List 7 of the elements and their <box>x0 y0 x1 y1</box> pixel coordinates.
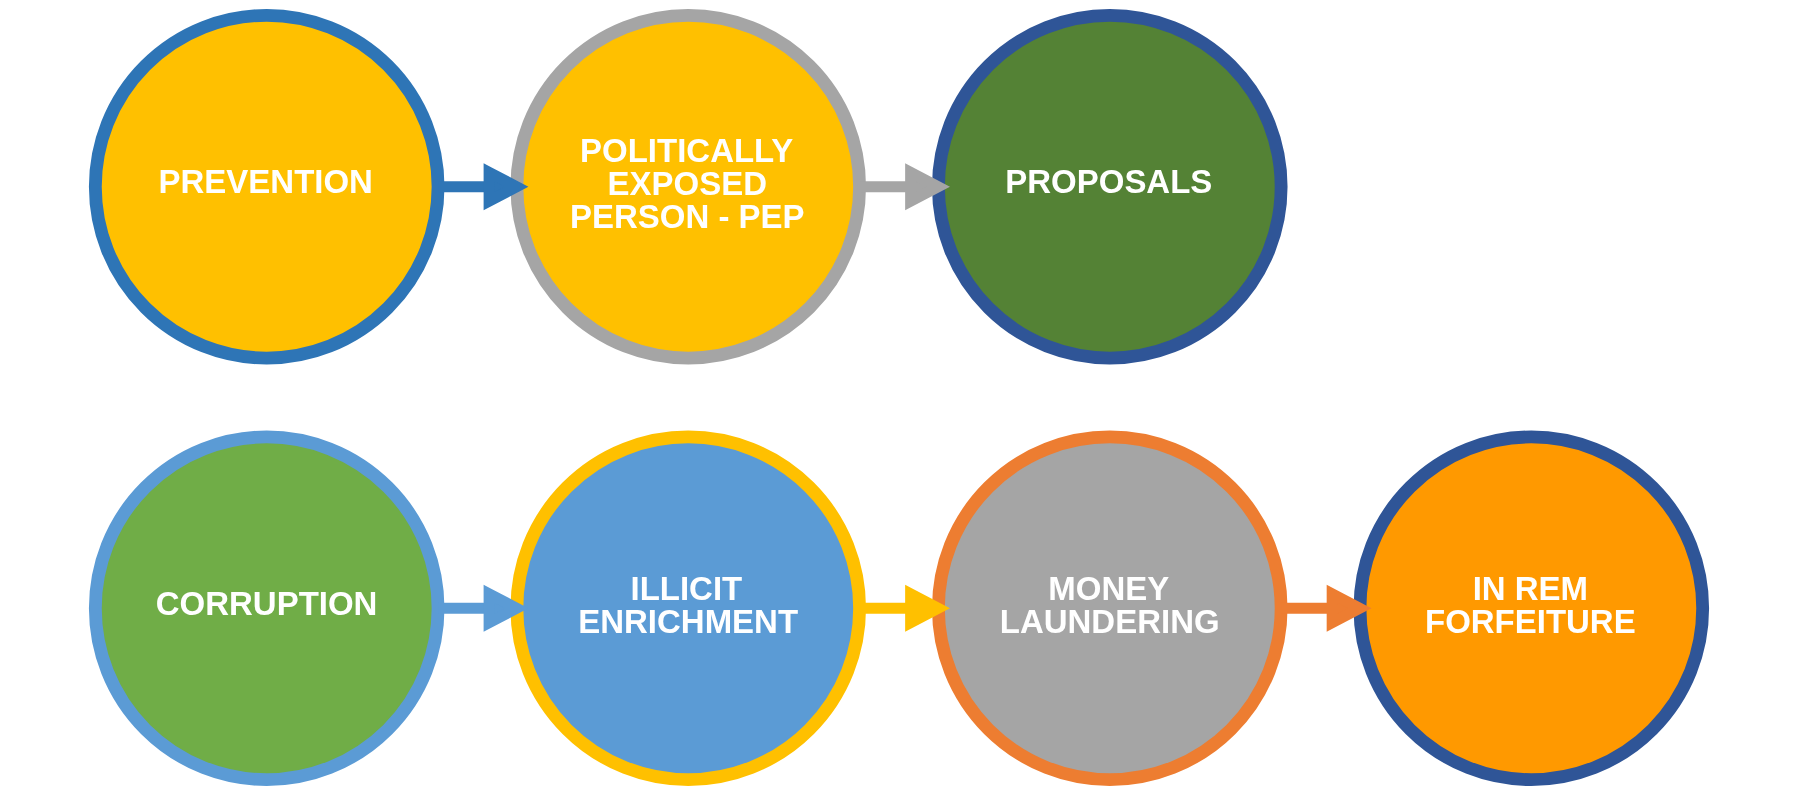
node-circle: PREVENTION <box>88 8 444 365</box>
node-circle: IN REM FORFEITURE <box>1353 430 1709 787</box>
node-circle: PROPOSALS <box>931 8 1288 365</box>
node-circle: CORRUPTION <box>88 430 444 787</box>
node-circle: ILLICIT ENRICHMENT <box>509 430 866 787</box>
node-circle: MONEY LAUNDERING <box>931 430 1288 787</box>
node-circle: POLITICALLY EXPOSED PERSON - PEP <box>509 8 866 365</box>
